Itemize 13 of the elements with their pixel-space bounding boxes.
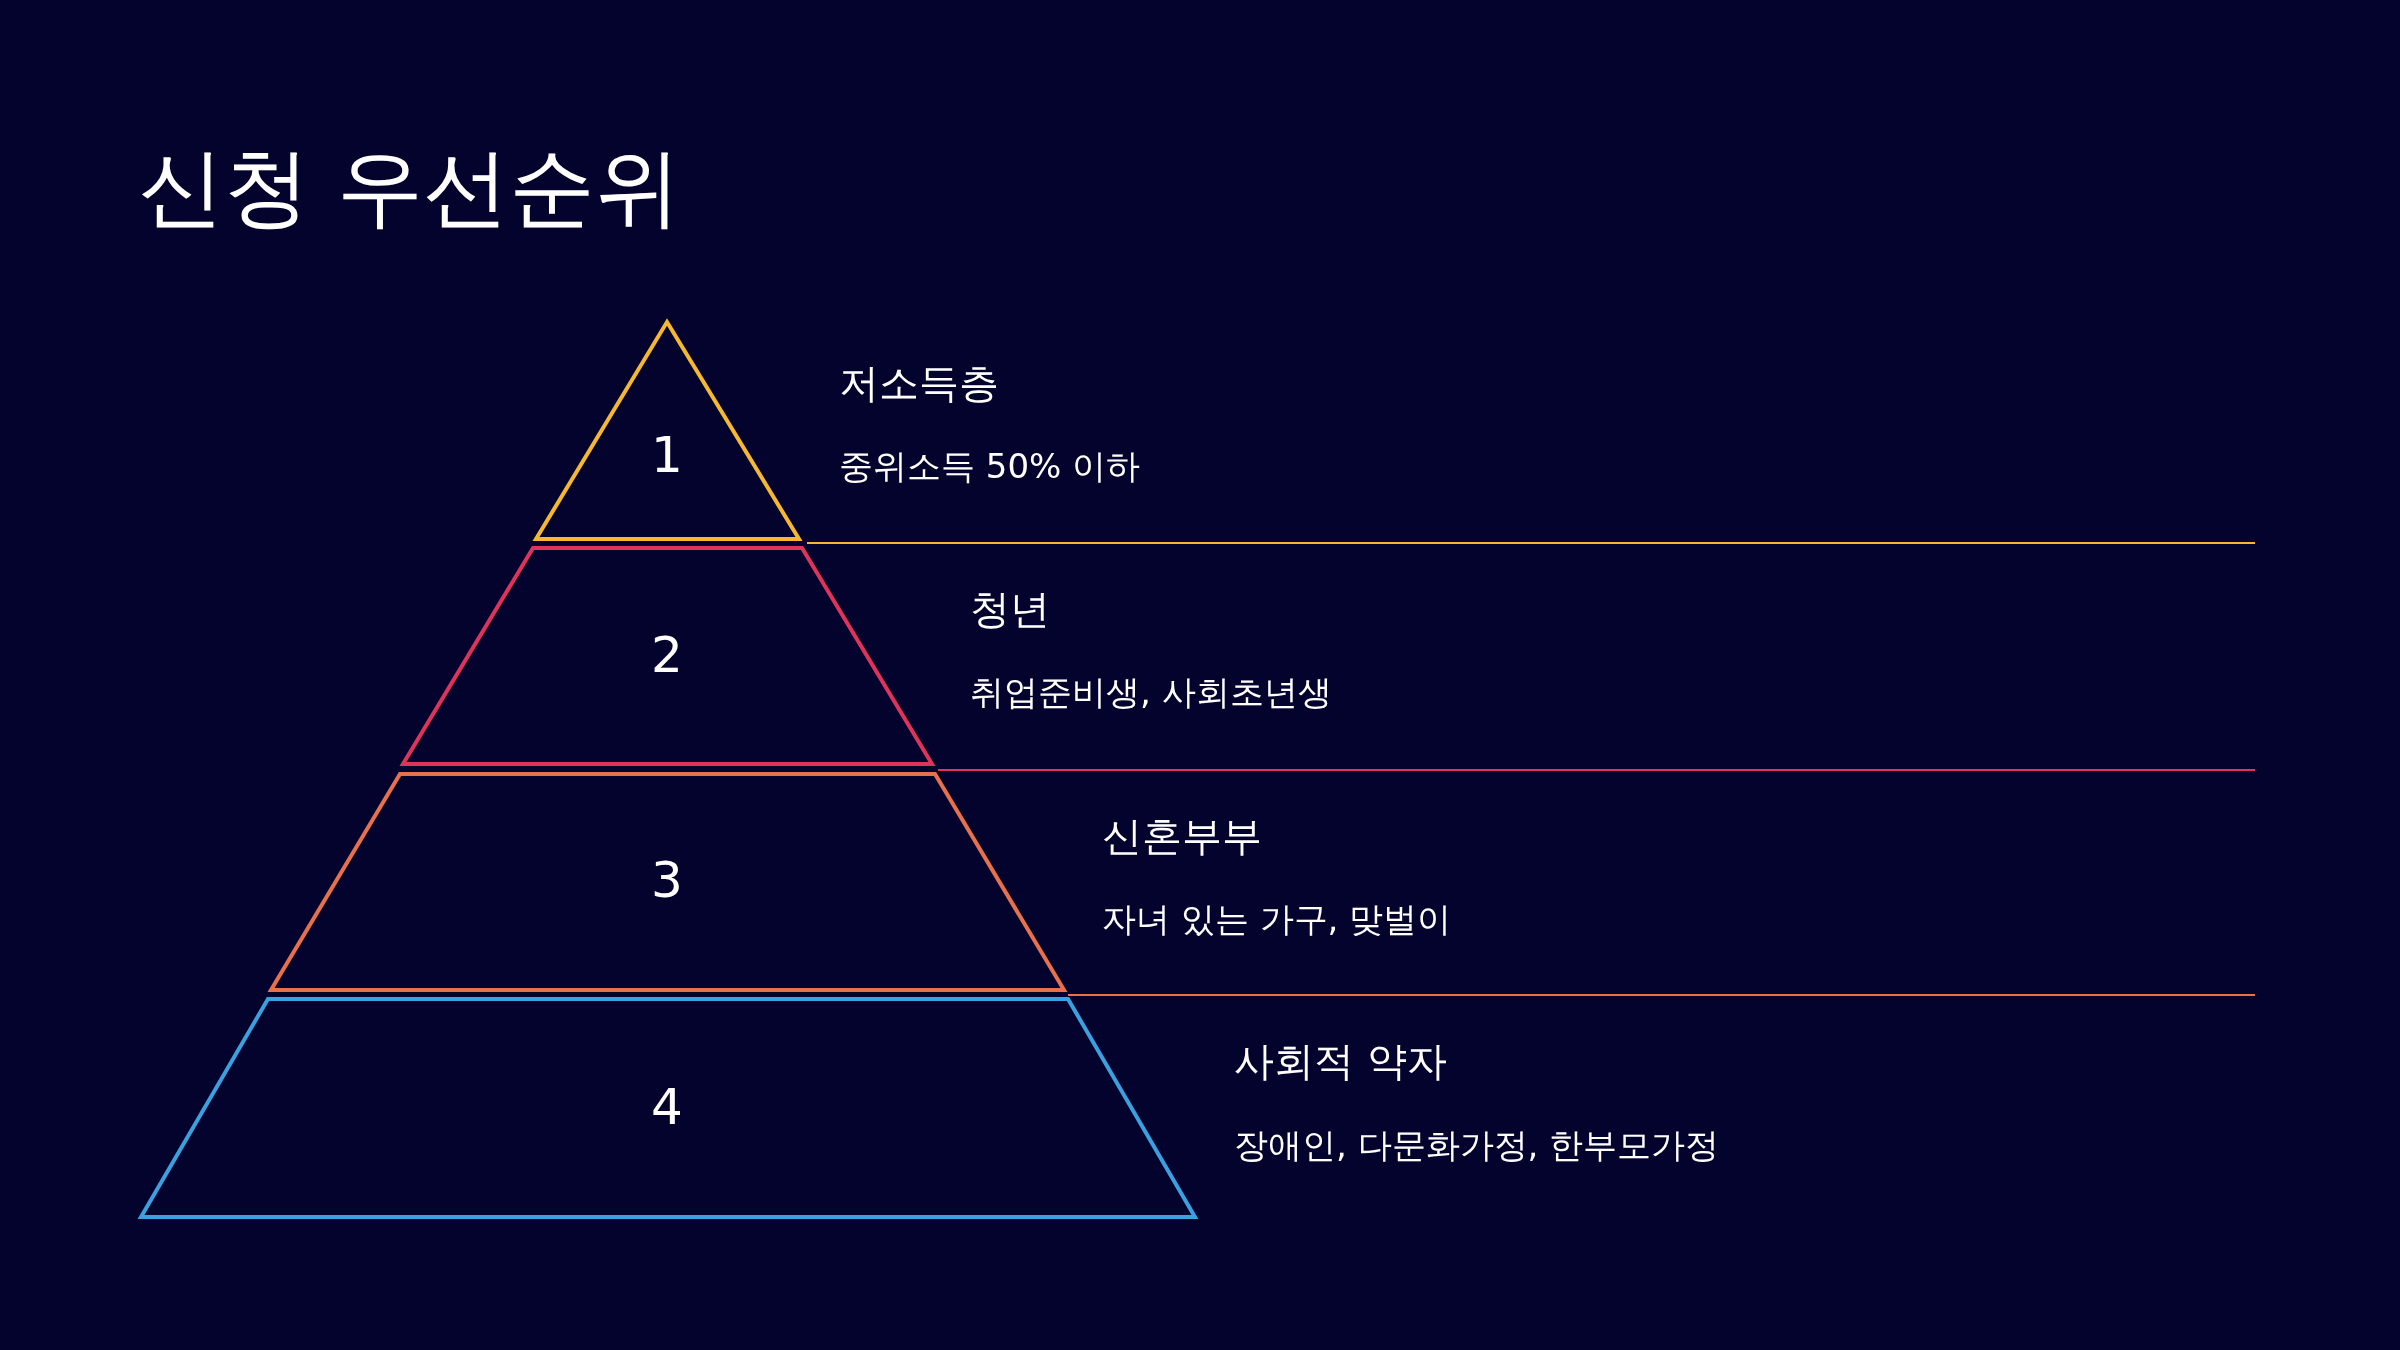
layer-description: 취업준비생, 사회초년생 [970,671,1332,714]
layer-description: 자녀 있는 가구, 맞벌이 [1102,898,1452,941]
layer-description: 중위소득 50% 이하 [839,445,1141,488]
layer-number: 2 [651,626,683,684]
layer-description: 장애인, 다문화가정, 한부모가정 [1234,1124,1720,1167]
layer-heading: 청년 [970,584,1050,634]
layer-heading: 저소득층 [839,358,999,408]
layer-heading: 사회적 약자 [1234,1036,1447,1086]
layer-number: 4 [651,1078,683,1136]
layer-number: 3 [651,851,683,909]
layer-heading: 신혼부부 [1102,811,1262,861]
slide-title: 신청 우선순위 [138,136,682,239]
layer-number: 1 [651,426,683,484]
